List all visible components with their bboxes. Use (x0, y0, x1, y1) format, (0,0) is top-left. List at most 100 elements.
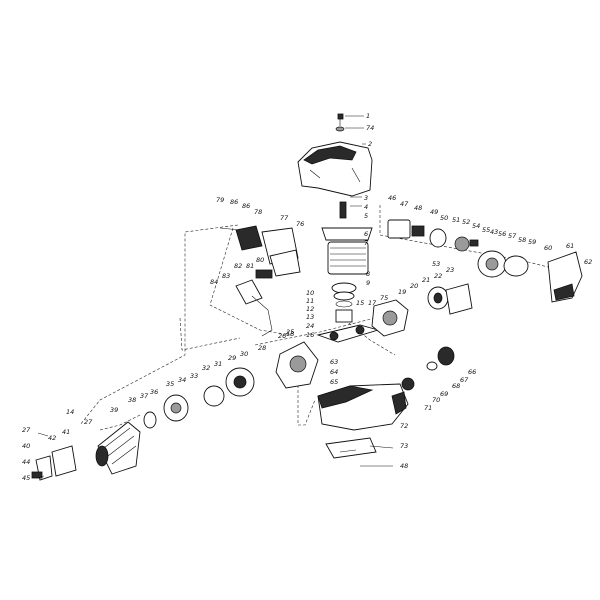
callout-29: 29 (228, 354, 236, 362)
throttle-lever (235, 269, 273, 337)
callout-35: 35 (166, 380, 174, 388)
crankcase-right (371, 299, 409, 337)
callout-39: 39 (110, 406, 118, 414)
callout-71: 71 (424, 404, 432, 412)
callout-81: 81 (246, 262, 254, 270)
callout-4: 4 (364, 203, 368, 211)
top-screw (335, 113, 345, 132)
callout-47: 47 (400, 200, 409, 208)
callout-75: 75 (380, 294, 388, 302)
callout-33: 33 (190, 372, 198, 380)
callout-6: 6 (364, 230, 368, 238)
piston-assembly (331, 282, 357, 323)
callout-31: 31 (214, 360, 222, 368)
callout-60: 60 (544, 244, 552, 252)
callout-41: 41 (62, 428, 70, 436)
callout-48-top: 48 (414, 204, 422, 212)
callout-78: 78 (254, 208, 262, 216)
callout-66: 66 (468, 368, 476, 376)
callout-36: 36 (150, 388, 158, 396)
callout-32: 32 (202, 364, 210, 372)
callout-labels: 1 74 2 3 4 5 6 7 8 9 10 11 12 13 14 15 1… (22, 112, 592, 482)
callout-58: 58 (518, 236, 526, 244)
tank-bracket (325, 437, 377, 459)
callout-25: 25 (286, 328, 294, 336)
callout-82: 82 (234, 262, 242, 270)
callout-24: 24 (306, 322, 314, 330)
callout-18: 18 (286, 330, 294, 338)
callout-23: 23 (446, 266, 454, 274)
callout-80: 80 (256, 256, 264, 264)
callout-7: 7 (364, 239, 369, 247)
flywheel (203, 341, 319, 407)
callout-46: 46 (388, 194, 396, 202)
callout-72: 72 (400, 422, 408, 430)
callout-52: 52 (462, 218, 470, 226)
callout-76: 76 (296, 220, 304, 228)
callout-9: 9 (366, 279, 370, 287)
callout-55: 55 (482, 226, 490, 234)
callout-43: 43 (490, 228, 498, 236)
callout-83: 83 (222, 272, 230, 280)
callout-62: 62 (584, 258, 592, 266)
crankshaft (316, 324, 380, 343)
callout-10: 10 (306, 289, 314, 297)
callout-14: 14 (66, 408, 74, 416)
callout-44: 44 (22, 458, 30, 466)
callout-3: 3 (364, 194, 368, 202)
callout-61: 61 (566, 242, 574, 250)
engine-cover (297, 141, 373, 197)
callout-73: 73 (400, 442, 408, 450)
callout-17: 17 (368, 299, 377, 307)
fuel-tank (317, 383, 409, 431)
air-filter-box (235, 225, 301, 277)
callout-54: 54 (472, 222, 480, 230)
callout-50: 50 (440, 214, 448, 222)
carburetor-parts (387, 219, 479, 252)
clutch-housing (95, 421, 141, 475)
callout-56: 56 (498, 230, 506, 238)
shaft-clamp (31, 445, 77, 481)
callout-16: 16 (306, 331, 314, 339)
callout-12: 12 (306, 305, 314, 313)
callout-48-bottom: 48 (400, 462, 408, 470)
callout-57: 57 (508, 232, 517, 240)
callout-51: 51 (452, 216, 460, 224)
callout-13: 13 (306, 313, 314, 321)
fuel-cap (401, 346, 455, 391)
callout-37: 37 (140, 392, 149, 400)
callout-74: 74 (366, 124, 374, 132)
callout-28: 28 (258, 344, 266, 352)
callout-45: 45 (22, 474, 30, 482)
callout-77: 77 (280, 214, 289, 222)
callout-49: 49 (430, 208, 438, 216)
callout-86-a: 86 (230, 198, 238, 206)
callout-69: 69 (440, 390, 448, 398)
callout-65: 65 (330, 378, 338, 386)
callout-64: 64 (330, 368, 338, 376)
callout-5: 5 (364, 212, 368, 220)
callout-11: 11 (306, 297, 314, 305)
callout-42: 42 (48, 434, 56, 442)
callout-79: 79 (216, 196, 224, 204)
callout-21: 21 (422, 276, 430, 284)
callout-53: 53 (432, 260, 440, 268)
recoil-starter-parts (427, 250, 583, 315)
callout-1: 1 (366, 112, 370, 120)
callout-20: 20 (410, 282, 418, 290)
callout-40: 40 (22, 442, 30, 450)
callout-30: 30 (240, 350, 248, 358)
callout-84: 84 (210, 278, 218, 286)
callout-67: 67 (460, 376, 469, 384)
callout-38: 38 (128, 396, 136, 404)
callout-27-mid: 27 (84, 418, 93, 426)
callout-15: 15 (356, 299, 364, 307)
callout-19: 19 (398, 288, 406, 296)
callout-22: 22 (434, 272, 442, 280)
callout-26: 26 (278, 332, 286, 340)
clutch (143, 394, 189, 429)
callout-27-left: 27 (22, 426, 31, 434)
callout-70: 70 (432, 396, 440, 404)
